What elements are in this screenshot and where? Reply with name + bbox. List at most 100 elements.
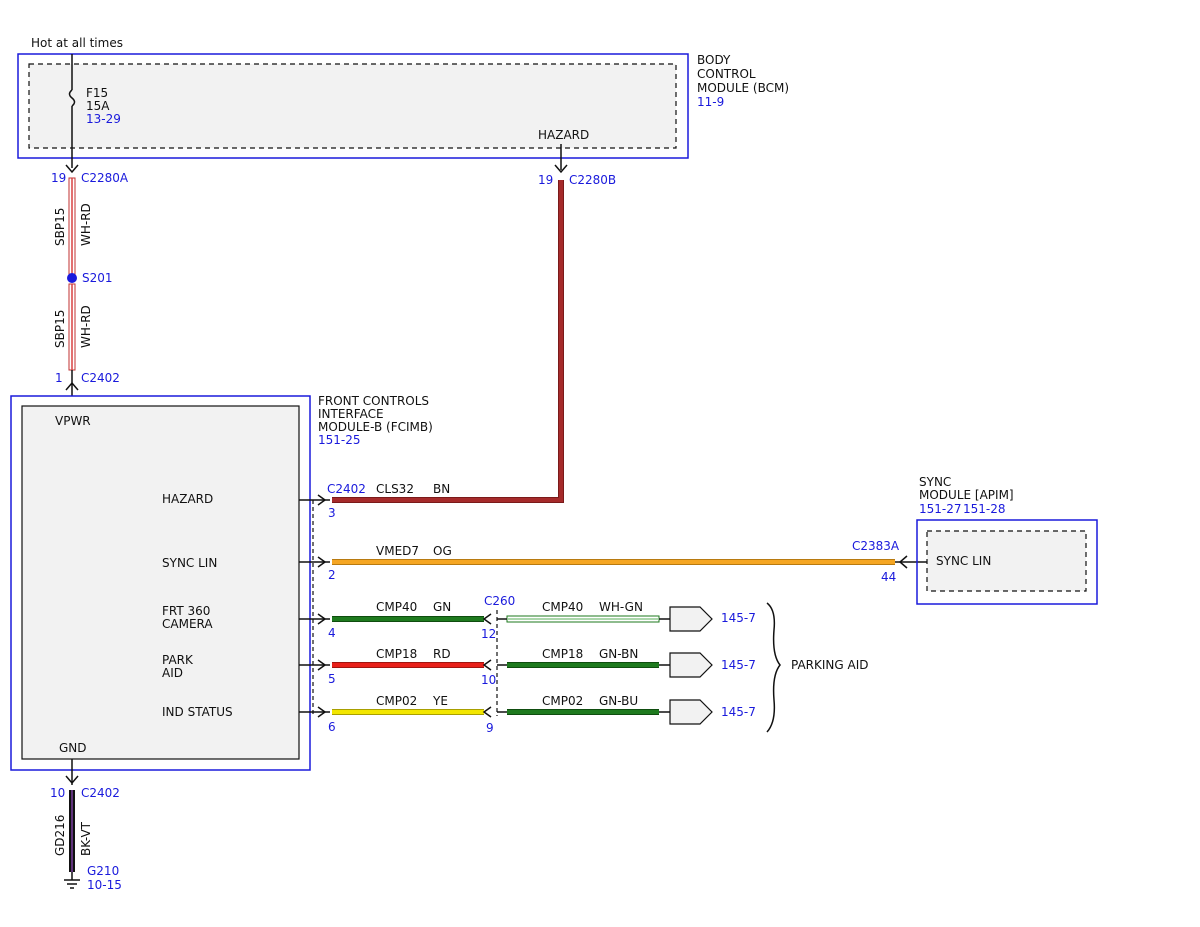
w-park-c260-pin: 10 xyxy=(481,673,496,687)
c2383a-arrow-icon xyxy=(898,555,908,569)
w-frt-c260-pin: 12 xyxy=(481,627,496,641)
fcimb-outline xyxy=(10,395,311,771)
fcimb-module[interactable] xyxy=(10,395,311,771)
c2402-gnd-arrow-icon xyxy=(65,775,79,785)
fcimb-ind-status: IND STATUS xyxy=(162,705,233,719)
c2280b-arrow-icon xyxy=(554,164,568,174)
w-frt-circuit2: CMP40 xyxy=(542,600,583,614)
bcm-module[interactable] xyxy=(17,53,689,159)
gnd-wire-circuit: GD216 xyxy=(53,815,67,856)
w-park-color2: GN-BN xyxy=(599,647,638,661)
pin5-arrow-icon xyxy=(317,659,327,671)
w-frt-color: GN xyxy=(433,600,451,614)
fuse-icon xyxy=(68,89,76,107)
w-frt-pin: 4 xyxy=(328,626,336,640)
apim-outline xyxy=(916,519,1098,605)
fcimb-park-line2: AID xyxy=(162,666,183,680)
bcm-name-line2: CONTROL xyxy=(697,67,756,81)
fcimb-ref[interactable]: 151-25 xyxy=(318,433,361,447)
c2280a-pin: 19 xyxy=(51,171,66,185)
ground-name[interactable]: G210 xyxy=(87,864,119,878)
c2402-gnd-name[interactable]: C2402 xyxy=(81,786,120,800)
fcimb-frt-line1: FRT 360 xyxy=(162,604,210,618)
bcm-hazard-label: HAZARD xyxy=(538,128,589,142)
bcm-inner xyxy=(28,63,677,149)
fcimb-name-line3: MODULE-B (FCIMB) xyxy=(318,420,433,434)
parking-aid-brace-icon xyxy=(766,602,781,733)
wire-gd216[interactable] xyxy=(69,790,75,872)
apim-module[interactable] xyxy=(916,519,1098,605)
pin3-arrow-icon xyxy=(317,494,327,506)
w-sync-pin: 2 xyxy=(328,568,336,582)
c2402-gnd-pin: 10 xyxy=(50,786,65,800)
w-park-ref[interactable]: 145-7 xyxy=(721,658,756,672)
wire-sbp15-top[interactable] xyxy=(68,177,76,275)
c260-pin12-arrow-icon xyxy=(482,613,492,625)
w-hazard-circuit: CLS32 xyxy=(376,482,414,496)
fcimb-gnd: GND xyxy=(59,741,87,755)
wire-bottom-circuit: SBP15 xyxy=(53,310,67,348)
gnd-wire-color: BK-VT xyxy=(79,821,93,856)
frt-offpage-icon[interactable] xyxy=(669,606,713,632)
c2280b-pin: 19 xyxy=(538,173,553,187)
c2383a-name[interactable]: C2383A xyxy=(852,539,900,553)
bcm-ref[interactable]: 11-9 xyxy=(697,95,724,109)
w-sync-color: OG xyxy=(433,544,452,558)
apim-name-line1: SYNC xyxy=(919,475,951,489)
pin2-arrow-icon xyxy=(317,556,327,568)
wire-cmp40-b[interactable] xyxy=(506,615,660,623)
apim-sync-lin: SYNC LIN xyxy=(936,554,991,568)
c2402-top-arrow-icon xyxy=(65,381,79,391)
power-source-label: Hot at all times xyxy=(31,36,123,50)
fuse-ref[interactable]: 13-29 xyxy=(86,112,121,126)
w-sync-circuit: VMED7 xyxy=(376,544,419,558)
apim-inner xyxy=(926,530,1087,592)
fcimb-frt-line2: CAMERA xyxy=(162,617,213,631)
fuse-rating: 15A xyxy=(86,99,110,113)
c2280b-name[interactable]: C2280B xyxy=(569,173,616,187)
w-ind-c260-pin: 9 xyxy=(486,721,494,735)
fcimb-inner xyxy=(21,405,300,760)
c2402-top-pin: 1 xyxy=(55,371,63,385)
fcimb-hazard: HAZARD xyxy=(162,492,213,506)
w-ind-ref[interactable]: 145-7 xyxy=(721,705,756,719)
fuse-id: F15 xyxy=(86,86,108,100)
splice-label[interactable]: S201 xyxy=(82,271,113,285)
c2280a-name[interactable]: C2280A xyxy=(81,171,129,185)
bcm-name-line1: BODY xyxy=(697,53,731,67)
w-park-circuit: CMP18 xyxy=(376,647,417,661)
w-ind-color2: GN-BU xyxy=(599,694,638,708)
w-hazard-pin: 3 xyxy=(328,506,336,520)
wire-cls32-outline xyxy=(332,180,564,503)
fcimb-sync-lin: SYNC LIN xyxy=(162,556,217,570)
bcm-name-line3: MODULE (BCM) xyxy=(697,81,789,95)
c260-name[interactable]: C260 xyxy=(484,594,515,608)
wire-bottom-color: WH-RD xyxy=(79,305,93,348)
pin6-arrow-icon xyxy=(317,706,327,718)
c2402-top-name[interactable]: C2402 xyxy=(81,371,120,385)
w-frt-circuit: CMP40 xyxy=(376,600,417,614)
bcm-outline xyxy=(17,53,689,159)
w-ind-circuit: CMP02 xyxy=(376,694,417,708)
w-ind-color: YE xyxy=(432,694,448,708)
apim-ref1[interactable]: 151-27 xyxy=(919,502,962,516)
w-park-circuit2: CMP18 xyxy=(542,647,583,661)
w-ind-pin: 6 xyxy=(328,720,336,734)
w-park-pin: 5 xyxy=(328,672,336,686)
pin4-arrow-icon xyxy=(317,613,327,625)
c2402-side-name[interactable]: C2402 xyxy=(327,482,366,496)
apim-ref2[interactable]: 151-28 xyxy=(963,502,1006,516)
splice-dot[interactable] xyxy=(67,273,77,283)
wire-sbp15-bottom[interactable] xyxy=(68,283,76,371)
wire-cls32[interactable] xyxy=(332,180,563,502)
ground-ref[interactable]: 10-15 xyxy=(87,878,122,892)
ground-symbol-icon xyxy=(64,879,80,889)
fcimb-pin-stubs xyxy=(299,494,330,718)
ind-offpage-icon[interactable] xyxy=(669,699,713,725)
w-ind-circuit2: CMP02 xyxy=(542,694,583,708)
park-offpage-icon[interactable] xyxy=(669,652,713,678)
w-frt-ref[interactable]: 145-7 xyxy=(721,611,756,625)
w-park-color: RD xyxy=(433,647,451,661)
c260-pin10-arrow-icon xyxy=(482,659,492,671)
